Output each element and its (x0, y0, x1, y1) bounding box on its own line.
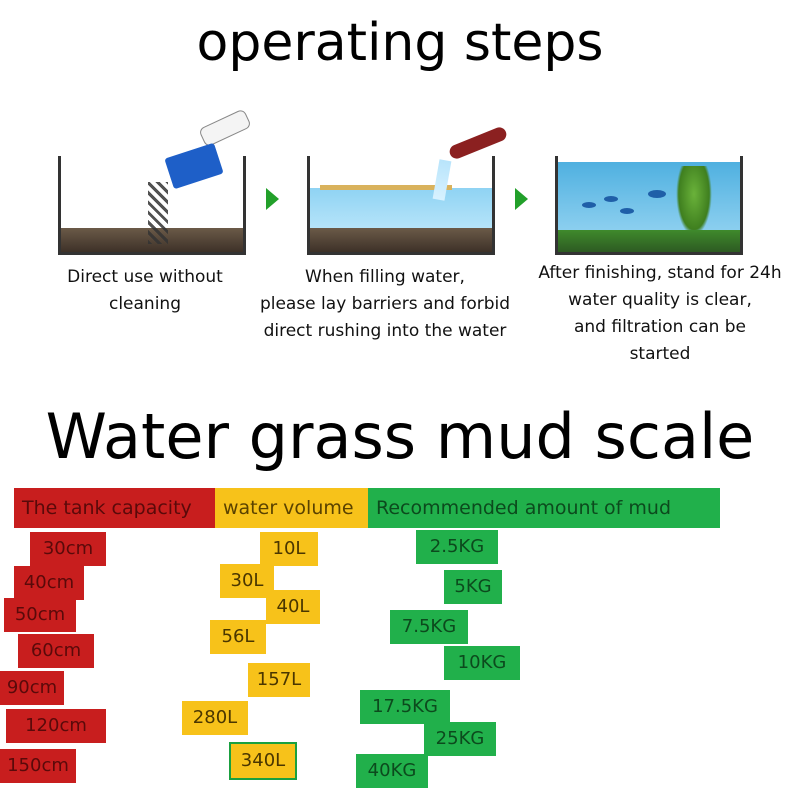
caption-line: direct rushing into the water (263, 321, 507, 341)
caption-line: When filling water, (305, 267, 465, 287)
volume-cell: 56L (210, 620, 266, 654)
caption-line: cleaning (108, 294, 181, 314)
capacity-cell: 150cm (0, 749, 76, 783)
steps-title: operating steps (196, 13, 604, 73)
mud-cell: 2.5KG (416, 530, 498, 564)
volume-cell: 157L (248, 663, 310, 697)
caption-line: Direct use without (67, 267, 223, 287)
step3-tank-illustration (555, 156, 743, 255)
mud-cell: 40KG (356, 754, 428, 788)
volume-cell: 40L (266, 590, 320, 624)
fish-icon (582, 202, 596, 208)
fish-icon (620, 208, 634, 214)
capacity-cell: 90cm (0, 671, 64, 705)
volume-cell: 340L (229, 742, 297, 780)
mud-cell: 7.5KG (390, 610, 468, 644)
hand-icon (198, 108, 252, 148)
next-arrow-icon (515, 188, 528, 210)
capacity-cell: 40cm (14, 566, 84, 600)
mud-layer (310, 228, 492, 252)
fish-icon (648, 190, 666, 198)
next-arrow-icon (266, 188, 279, 210)
caption-line: and filtration can be (573, 317, 747, 337)
mud-cell: 17.5KG (360, 690, 450, 724)
capacity-cell: 50cm (4, 598, 76, 632)
step3-caption: After finishing, stand for 24h water qua… (520, 260, 800, 368)
mud-cell: 25KG (424, 722, 496, 756)
plant-bed-layer (558, 230, 740, 252)
capacity-cell: 120cm (6, 709, 106, 743)
barrier-layer (320, 185, 452, 190)
header-water-volume: water volume (215, 488, 368, 528)
caption-line: After finishing, stand for 24h (538, 263, 782, 283)
mud-cell: 10KG (444, 646, 520, 680)
water-plant-icon (676, 166, 712, 236)
caption-line: water quality is clear, (568, 290, 752, 310)
header-mud-amount: Recommended amount of mud (368, 488, 720, 528)
caption-line: started (629, 344, 691, 364)
header-tank-capacity: The tank capacity (14, 488, 215, 528)
capacity-cell: 30cm (30, 532, 106, 566)
step2-tank-illustration (307, 156, 495, 255)
volume-cell: 30L (220, 564, 274, 598)
pouring-mud-icon (148, 182, 168, 244)
scale-title: Water grass mud scale (45, 400, 755, 473)
volume-cell: 10L (260, 532, 318, 566)
mud-cell: 5KG (444, 570, 502, 604)
step1-caption: Direct use without cleaning (40, 264, 250, 318)
caption-line: please lay barriers and forbid (259, 294, 511, 314)
fish-icon (604, 196, 618, 202)
step2-caption: When filling water, please lay barriers … (240, 264, 530, 345)
capacity-cell: 60cm (18, 634, 94, 668)
volume-cell: 280L (182, 701, 248, 735)
